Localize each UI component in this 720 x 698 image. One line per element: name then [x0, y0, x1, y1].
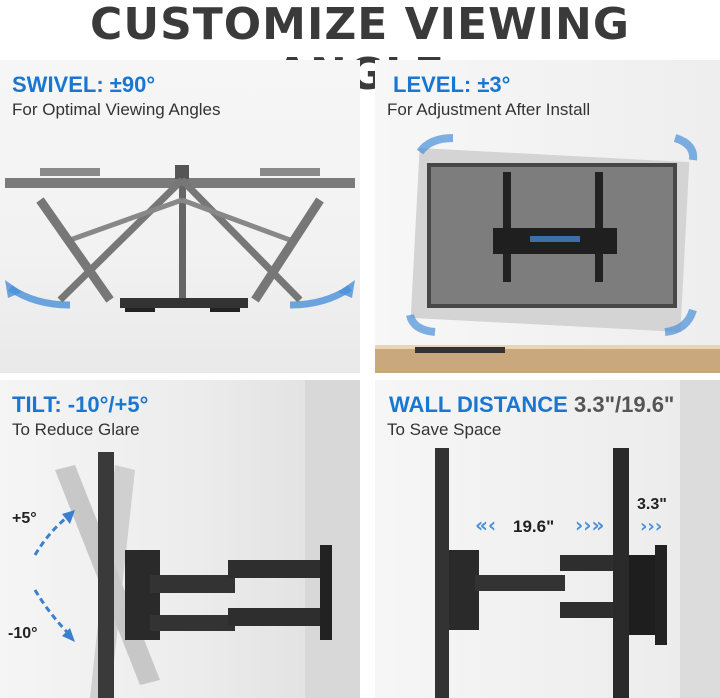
- tilt-subtitle: To Reduce Glare: [12, 420, 140, 439]
- swivel-illustration: [5, 165, 355, 312]
- wall-distance-illustration: «‹ ››» ›››: [435, 380, 720, 698]
- near-distance-label: 3.3": [637, 496, 667, 513]
- swivel-subtitle: For Optimal Viewing Angles: [12, 100, 221, 119]
- tilt-panel: TILT: -10°/+5° To Reduce Glare +5° -10°: [0, 380, 360, 698]
- svg-text:›››: ›››: [640, 516, 662, 537]
- level-heading: LEVEL: ±3°: [393, 72, 511, 97]
- wall-distance-heading-main: WALL DISTANCE: [389, 392, 568, 417]
- swivel-heading: SWIVEL: ±90°: [12, 72, 156, 97]
- tilt-up-label: +5°: [12, 510, 37, 527]
- level-panel: LEVEL: ±3° For Adjustment After Install: [375, 60, 720, 373]
- svg-text:«‹: «‹: [475, 513, 496, 537]
- wall-distance-panel: «‹ ››» ››› WALL DISTANCE 3.3"/19.6" To S…: [375, 380, 720, 698]
- wall-distance-subtitle: To Save Space: [387, 420, 502, 439]
- level-subtitle: For Adjustment After Install: [387, 100, 591, 119]
- wall-distance-heading-values: 3.3"/19.6": [573, 392, 675, 417]
- svg-text:››»: ››»: [575, 513, 604, 537]
- tilt-down-label: -10°: [8, 625, 38, 642]
- level-illustration: [375, 134, 720, 373]
- tilt-heading: TILT: -10°/+5°: [12, 392, 149, 417]
- far-distance-label: 19.6": [513, 517, 555, 536]
- wall-distance-heading: WALL DISTANCE 3.3"/19.6": [389, 392, 674, 418]
- page-title: CUSTOMIZE VIEWING ANGLE: [90, 0, 630, 100]
- tilt-illustration: [33, 380, 360, 698]
- swivel-panel: SWIVEL: ±90° For Optimal Viewing Angles: [0, 60, 360, 373]
